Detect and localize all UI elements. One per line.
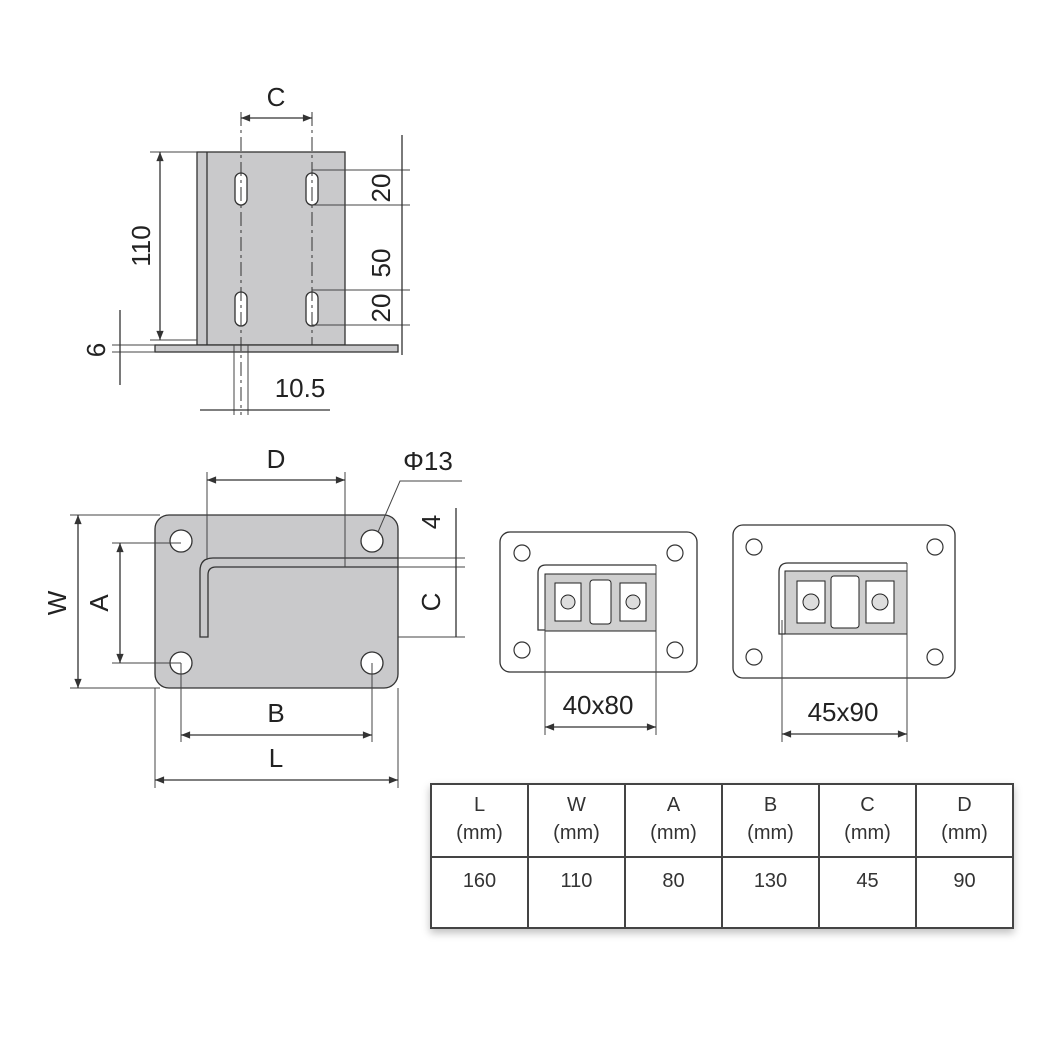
header-name: B <box>763 794 778 816</box>
header-name: C <box>860 794 875 816</box>
dim-label-C-plan: C <box>416 593 446 612</box>
value-cell: 130 <box>721 856 820 929</box>
header-cell: W (mm) <box>527 783 626 858</box>
dim-label-C: C <box>267 82 286 112</box>
value-cell: 110 <box>527 856 626 929</box>
dim-label-A: A <box>84 594 114 612</box>
header-cell: B (mm) <box>721 783 820 858</box>
base-plate <box>154 344 399 353</box>
table-header-row: L (mm) W (mm) A (mm) B (mm) C (mm) D (mm) <box>430 783 1014 858</box>
dimension-table: L (mm) W (mm) A (mm) B (mm) C (mm) D (mm) 160 … <box>430 783 1014 929</box>
header-cell: D (mm) <box>915 783 1014 858</box>
dim-label-20-top: 20 <box>366 174 396 203</box>
profile-45x90-view: 45x90 <box>732 524 956 742</box>
profile-label-45x90: 45x90 <box>808 697 879 727</box>
value-cell: 45 <box>818 856 917 929</box>
aluminium-profile-45x90 <box>784 570 908 635</box>
vertical-plate <box>196 151 346 346</box>
dim-label-W: W <box>42 590 72 615</box>
dim-label-20-bottom: 20 <box>366 294 396 323</box>
value-cell: 90 <box>915 856 1014 929</box>
dim-label-6: 6 <box>81 343 111 357</box>
dim-label-10-5: 10.5 <box>275 373 326 403</box>
header-unit: (mm) <box>747 822 794 844</box>
dim-label-B: B <box>267 698 284 728</box>
header-name: W <box>567 794 586 816</box>
header-name: A <box>666 794 681 816</box>
dim-label-D: D <box>267 444 286 474</box>
dim-label-phi13: Φ13 <box>403 446 453 476</box>
header-name: D <box>957 794 972 816</box>
header-unit: (mm) <box>844 822 891 844</box>
profile-label-40x80: 40x80 <box>563 690 634 720</box>
header-name: L <box>473 794 486 816</box>
value-cell: 160 <box>430 856 529 929</box>
side-view: C 110 20 50 20 6 10.5 <box>81 82 410 415</box>
aluminium-profile-40x80 <box>544 573 657 632</box>
dim-label-50: 50 <box>366 249 396 278</box>
header-cell: A (mm) <box>624 783 723 858</box>
dim-label-4: 4 <box>416 515 446 529</box>
dim-label-L: L <box>269 743 283 773</box>
plan-view: D Φ13 W A 4 C B L <box>42 444 465 788</box>
value-cell: 80 <box>624 856 723 929</box>
dim-label-110: 110 <box>126 225 156 266</box>
header-unit: (mm) <box>553 822 600 844</box>
header-cell: C (mm) <box>818 783 917 858</box>
header-unit: (mm) <box>456 822 503 844</box>
header-unit: (mm) <box>650 822 697 844</box>
profile-40x80-view: 40x80 <box>499 531 698 735</box>
table-row: 160 110 80 130 45 90 <box>430 856 1014 929</box>
header-unit: (mm) <box>941 822 988 844</box>
header-cell: L (mm) <box>430 783 529 858</box>
